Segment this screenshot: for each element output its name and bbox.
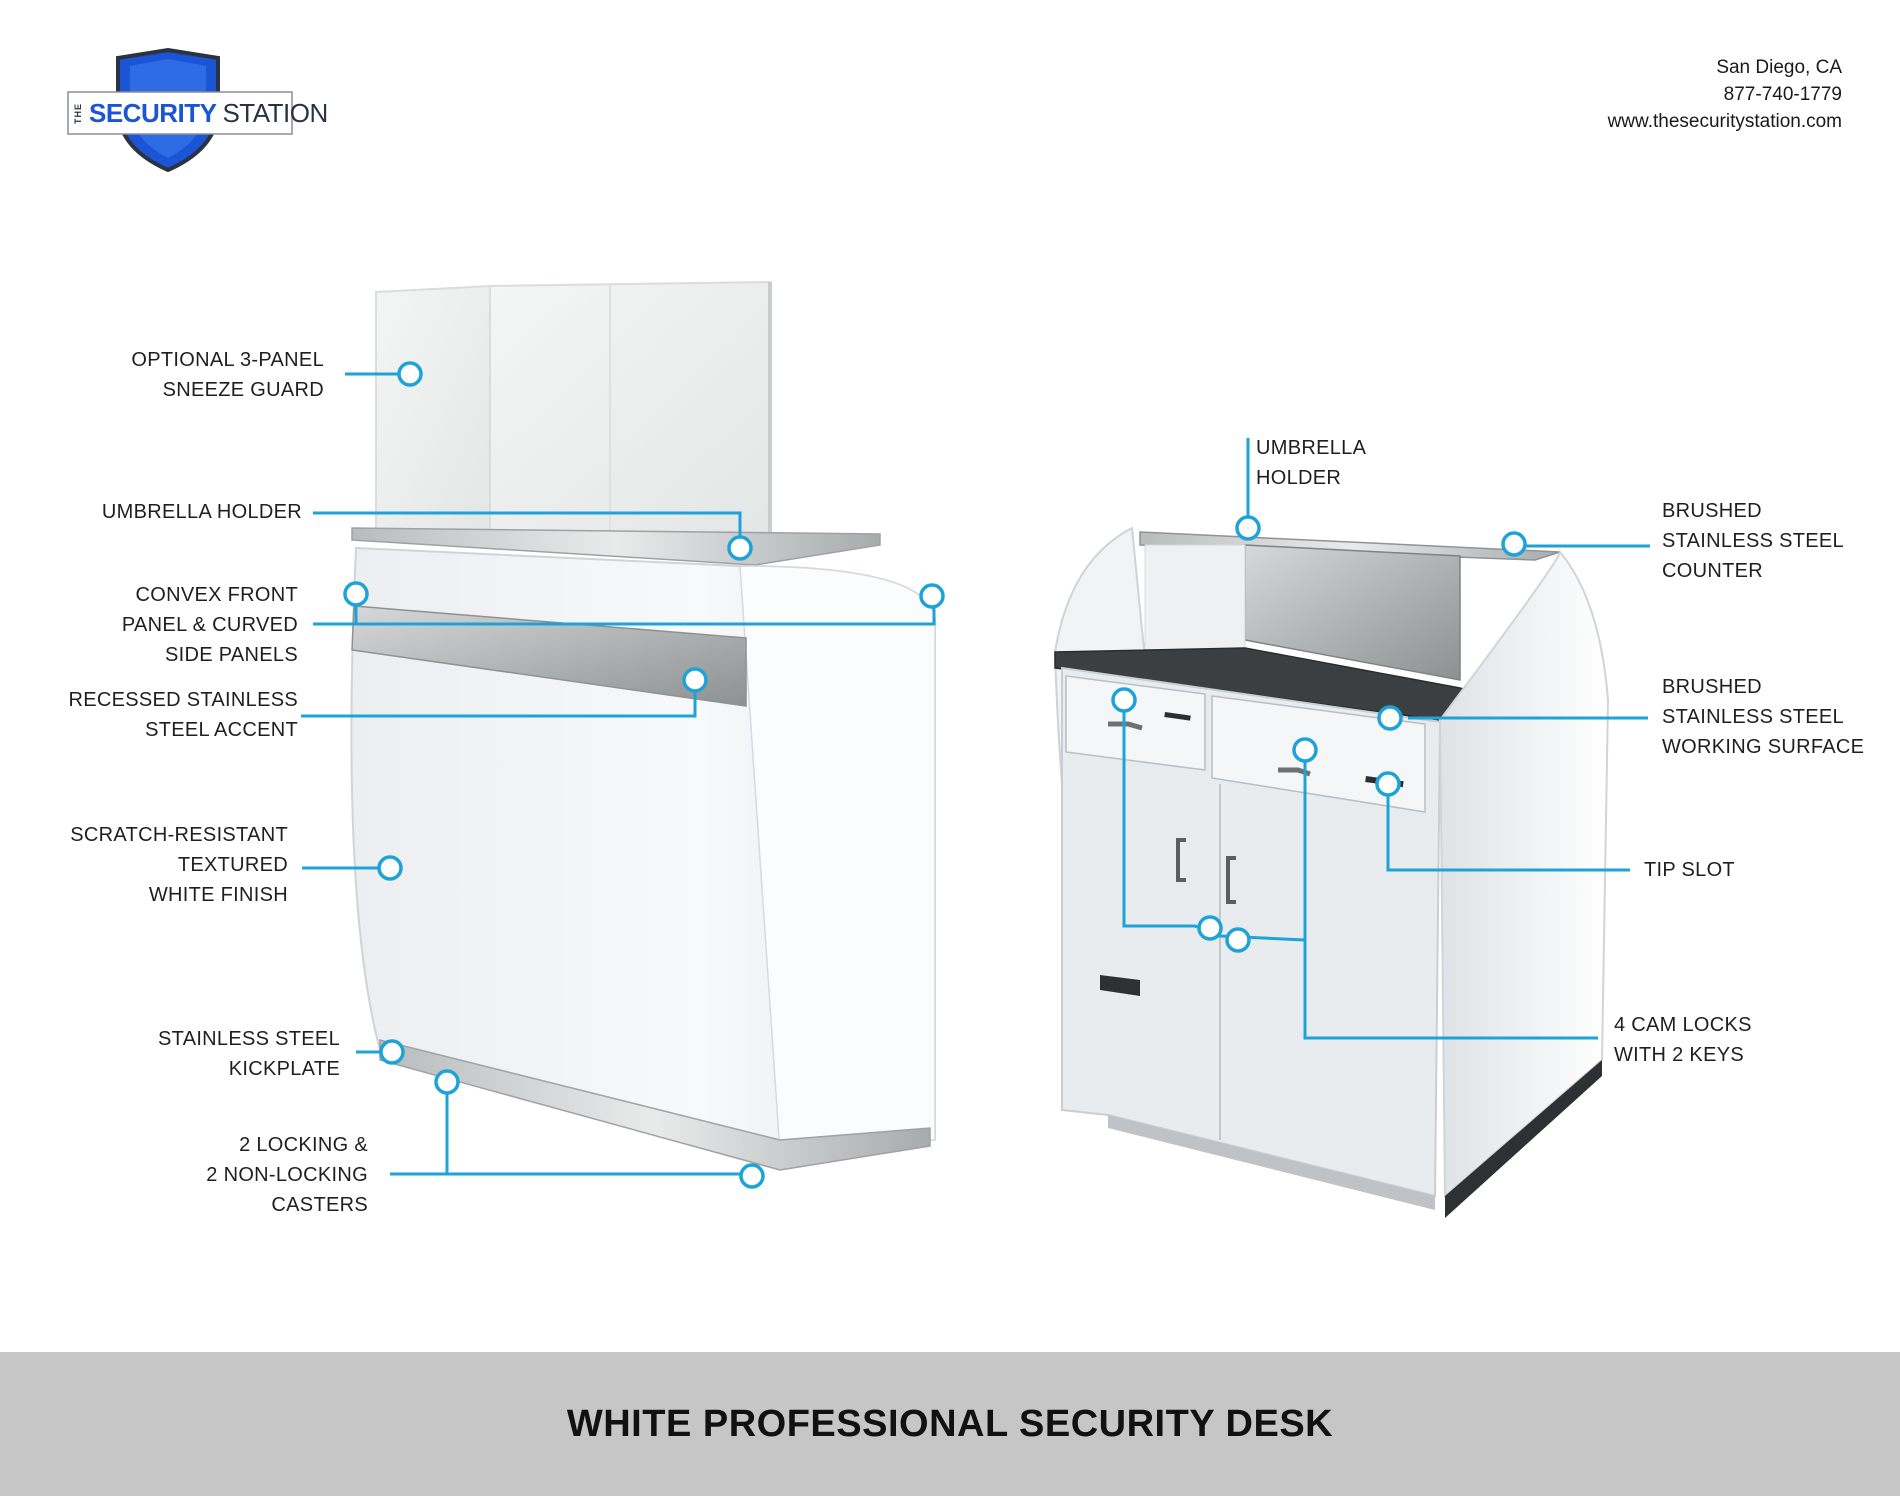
dot-kickplate (379, 1039, 405, 1065)
drawer-left (1065, 675, 1206, 771)
label-umbrella-holder-left: UMBRELLA HOLDER (101, 501, 302, 523)
recessed-accent (351, 605, 747, 707)
dot-lock-drawer-left (1111, 687, 1137, 713)
drawer-right (1211, 695, 1426, 813)
dot-umbrella-left (727, 535, 753, 561)
label-umbrella-holder-right: UMBRELLA HOLDER (1256, 437, 1367, 489)
door-handle-left (1176, 838, 1186, 882)
footer-title: WHITE PROFESSIONAL SECURITY DESK (566, 1402, 1334, 1445)
sneeze-guard-front-panel (489, 280, 771, 547)
dot-finish (377, 855, 403, 881)
contact-phone[interactable]: 877-740-1779 (1723, 84, 1842, 105)
dot-umbrella-right (1235, 515, 1261, 541)
dot-tip-slot (1375, 771, 1401, 797)
label-tip-slot: TIP SLOT (1644, 859, 1735, 881)
label-counter: BRUSHED STAINLESS STEEL COUNTER (1662, 500, 1844, 582)
kickplate (379, 1039, 931, 1171)
left-desk (350, 280, 936, 1182)
logo-station: STATION (222, 97, 328, 128)
dot-lock-door-left (1197, 915, 1223, 941)
sneeze-guard-left-panel (375, 284, 491, 542)
footer-bar: WHITE PROFESSIONAL SECURITY DESK (0, 1352, 1900, 1496)
logo-wordmark: THE SECURITY STATION (73, 93, 328, 133)
shield-icon (67, 47, 293, 173)
contact-city: San Diego, CA (1716, 57, 1842, 78)
contact-block: San Diego, CA 877-740-1779 www.thesecuri… (1608, 54, 1842, 135)
label-working-surface: BRUSHED STAINLESS STEEL WORKING SURFACE (1662, 676, 1865, 758)
logo: THE SECURITY STATION (60, 47, 328, 178)
dot-lock-drawer-right (1292, 737, 1318, 763)
dot-sneeze-guard (397, 361, 423, 387)
dot-convex-right (919, 583, 945, 609)
dot-convex-left (343, 581, 369, 607)
dot-caster-back (739, 1163, 765, 1189)
right-desk (1053, 526, 1610, 1218)
contact-website[interactable]: www.thesecuritystation.com (1607, 111, 1842, 132)
label-cam-locks: 4 CAM LOCKS WITH 2 KEYS (1614, 1014, 1752, 1066)
dot-lock-door-right (1225, 927, 1251, 953)
door-handle-right (1226, 856, 1236, 904)
label-kickplate: STAINLESS STEEL KICKPLATE (158, 1028, 340, 1080)
dot-counter (1501, 531, 1527, 557)
label-convex-panels: CONVEX FRONT PANEL & CURVED SIDE PANELS (121, 584, 298, 666)
label-sneeze-guard: OPTIONAL 3-PANEL SNEEZE GUARD (131, 349, 324, 401)
logo-security: SECURITY (89, 97, 217, 128)
callout-lines (301, 372, 1650, 1176)
dot-working (1377, 705, 1403, 731)
label-white-finish: SCRATCH-RESISTANT TEXTURED WHITE FINISH (70, 824, 288, 906)
label-casters: 2 LOCKING & 2 NON-LOCKING CASTERS (206, 1134, 368, 1216)
dot-accent (682, 667, 708, 693)
label-recessed-accent: RECESSED STAINLESS STEEL ACCENT (68, 689, 298, 741)
dot-caster-front (434, 1069, 460, 1095)
